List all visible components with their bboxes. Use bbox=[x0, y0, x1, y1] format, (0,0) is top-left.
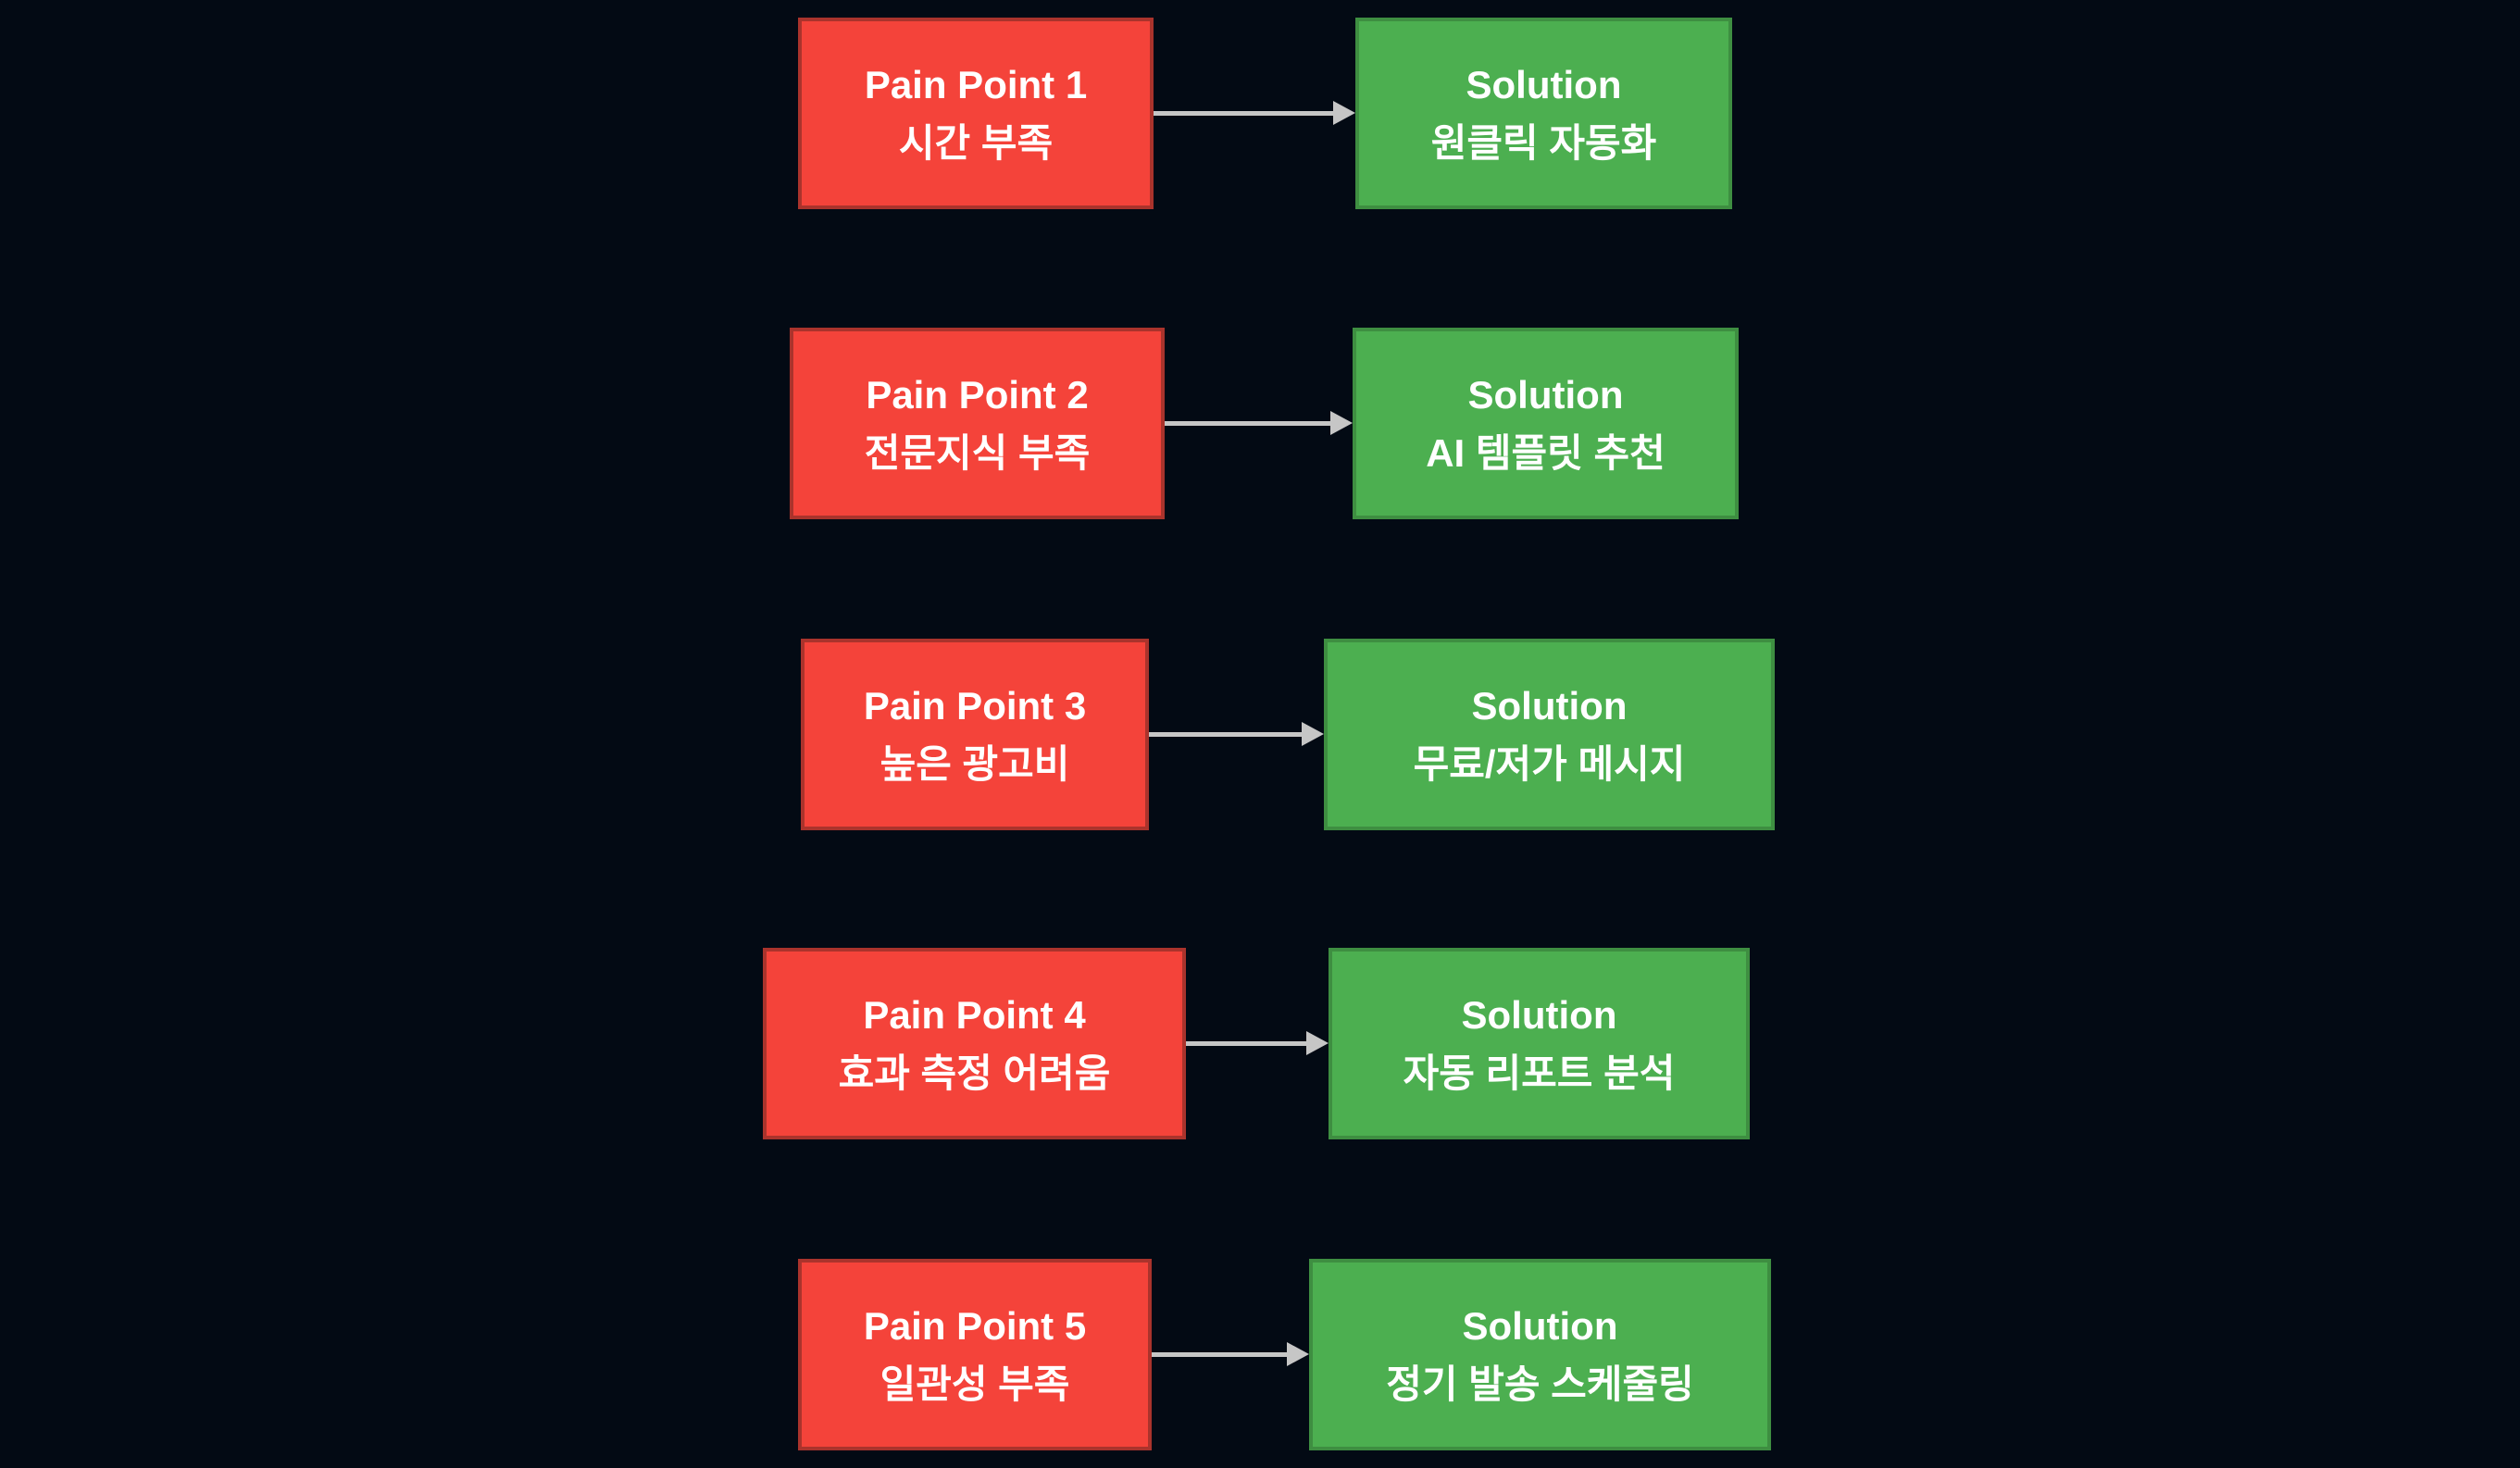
solution-desc: 자동 리포트 분석 bbox=[1403, 1051, 1676, 1095]
pain-point-desc: 높은 광고비 bbox=[880, 741, 1070, 786]
pain-point-desc: 전문지식 부족 bbox=[864, 430, 1091, 475]
pain-point-desc: 일관성 부족 bbox=[880, 1362, 1070, 1406]
arrow-right-icon bbox=[1149, 719, 1324, 749]
arrow-right-icon bbox=[1154, 98, 1355, 128]
arrow-right-icon bbox=[1152, 1339, 1309, 1369]
pain-point-title: Pain Point 1 bbox=[864, 62, 1088, 106]
solution-title: Solution bbox=[1471, 683, 1628, 728]
pain-point-title: Pain Point 2 bbox=[866, 372, 1089, 417]
diagram-row-2: Pain Point 2 전문지식 부족 Solution AI 템플릿 추천 bbox=[0, 328, 2520, 519]
solution-box-3: Solution 무료/저가 메시지 bbox=[1324, 639, 1775, 830]
diagram-row-3: Pain Point 3 높은 광고비 Solution 무료/저가 메시지 bbox=[0, 639, 2520, 830]
pain-point-box-4: Pain Point 4 효과 측정 어려움 bbox=[763, 948, 1186, 1139]
pain-point-box-1: Pain Point 1 시간 부족 bbox=[798, 18, 1154, 209]
solution-desc: 무료/저가 메시지 bbox=[1413, 741, 1686, 786]
pain-point-box-2: Pain Point 2 전문지식 부족 bbox=[790, 328, 1165, 519]
solution-desc: AI 템플릿 추천 bbox=[1426, 430, 1665, 475]
solution-title: Solution bbox=[1461, 992, 1617, 1037]
solution-desc: 원클릭 자동화 bbox=[1430, 120, 1657, 165]
diagram-row-1: Pain Point 1 시간 부족 Solution 원클릭 자동화 bbox=[0, 18, 2520, 209]
solution-box-2: Solution AI 템플릿 추천 bbox=[1353, 328, 1739, 519]
solution-box-5: Solution 정기 발송 스케줄링 bbox=[1309, 1259, 1771, 1450]
arrow-right-icon bbox=[1165, 408, 1353, 438]
pain-point-desc: 시간 부족 bbox=[898, 120, 1054, 165]
arrow-right-icon bbox=[1186, 1028, 1329, 1058]
solution-title: Solution bbox=[1467, 372, 1624, 417]
diagram-row-4: Pain Point 4 효과 측정 어려움 Solution 자동 리포트 분… bbox=[0, 948, 2520, 1139]
solution-box-1: Solution 원클릭 자동화 bbox=[1355, 18, 1732, 209]
solution-title: Solution bbox=[1462, 1303, 1618, 1348]
pain-point-title: Pain Point 3 bbox=[863, 683, 1087, 728]
pain-point-title: Pain Point 5 bbox=[863, 1303, 1087, 1348]
solution-desc: 정기 발송 스케줄링 bbox=[1386, 1362, 1694, 1406]
pain-point-box-5: Pain Point 5 일관성 부족 bbox=[798, 1259, 1152, 1450]
solution-box-4: Solution 자동 리포트 분석 bbox=[1329, 948, 1750, 1139]
pain-point-title: Pain Point 4 bbox=[863, 992, 1086, 1037]
solution-title: Solution bbox=[1466, 62, 1622, 106]
pain-point-desc: 효과 측정 어려움 bbox=[838, 1051, 1111, 1095]
diagram-row-5: Pain Point 5 일관성 부족 Solution 정기 발송 스케줄링 bbox=[0, 1259, 2520, 1450]
pain-point-box-3: Pain Point 3 높은 광고비 bbox=[801, 639, 1149, 830]
